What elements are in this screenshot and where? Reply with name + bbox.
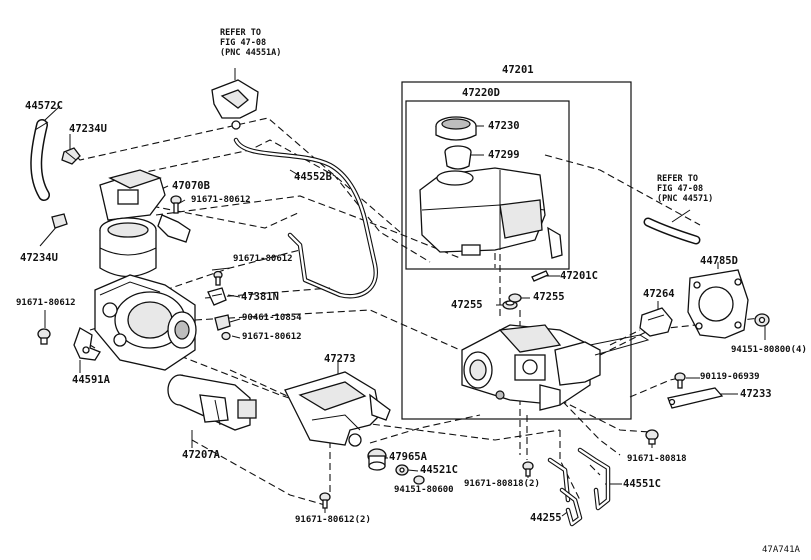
nut-94151-80800 bbox=[754, 313, 770, 327]
ref-right-line-1: REFER TO bbox=[657, 174, 698, 184]
label-94151-80800-4[interactable]: 94151-80800(4) bbox=[731, 345, 807, 355]
pipe-44552b bbox=[233, 137, 379, 299]
pump-motor-47070b bbox=[99, 169, 166, 278]
label-91671-80612-a[interactable]: 91671-80612 bbox=[191, 195, 251, 205]
bolt-91671-80818 bbox=[645, 429, 659, 445]
brake-actuator-assembly bbox=[461, 324, 650, 411]
label-91671-80818-2[interactable]: 91671-80818(2) bbox=[464, 479, 540, 489]
strainer-47299 bbox=[444, 145, 472, 170]
motor-47207a bbox=[167, 374, 257, 431]
clip-47234u-bottom bbox=[51, 213, 68, 229]
label-47273[interactable]: 47273 bbox=[324, 353, 356, 365]
label-90119-06939[interactable]: 90119-06939 bbox=[700, 372, 760, 382]
nut-94151-80600 bbox=[413, 475, 425, 485]
bolt-91671-80818-2 bbox=[522, 461, 534, 477]
bracket-47273 bbox=[284, 371, 391, 447]
pipe-44551c bbox=[547, 447, 611, 511]
label-94151-80600[interactable]: 94151-80600 bbox=[394, 485, 454, 495]
label-47255-a[interactable]: 47255 bbox=[451, 299, 483, 311]
bolt-90119-06939 bbox=[674, 372, 686, 389]
label-44552b[interactable]: 44552B bbox=[294, 171, 332, 183]
label-47965a[interactable]: 47965A bbox=[389, 451, 427, 463]
label-47201[interactable]: 47201 bbox=[502, 64, 534, 76]
bracket-44591a bbox=[73, 327, 101, 361]
label-91671-80612-2[interactable]: 91671-80612(2) bbox=[295, 515, 371, 525]
bolt-91671-80612-d bbox=[37, 328, 51, 345]
label-47220d[interactable]: 47220D bbox=[462, 87, 500, 99]
ref-note-top: REFER TO FIG 47-08 (PNC 44551A) bbox=[220, 28, 281, 59]
assembly-frame-47201 bbox=[401, 81, 632, 420]
grommet-47255-b bbox=[508, 293, 522, 303]
clip-47381n bbox=[207, 287, 227, 306]
motor-assembly bbox=[94, 274, 197, 371]
label-47230[interactable]: 47230 bbox=[488, 120, 520, 132]
label-44572c[interactable]: 44572C bbox=[25, 100, 63, 112]
grommet-47965a bbox=[367, 448, 387, 471]
ref-note-right: REFER TO FIG 47-08 (PNC 44571) bbox=[657, 174, 713, 205]
label-47201c[interactable]: 47201C bbox=[560, 270, 598, 282]
figure-id: 47A741A bbox=[762, 545, 800, 555]
label-47255-b[interactable]: 47255 bbox=[533, 291, 565, 303]
label-91671-80612-c[interactable]: 91671-80612 bbox=[242, 332, 302, 342]
pin-47201c bbox=[531, 270, 549, 282]
label-91671-80612-b[interactable]: 91671-80612 bbox=[233, 254, 293, 264]
label-47299[interactable]: 47299 bbox=[488, 149, 520, 161]
bolt-91671-80612-a bbox=[170, 195, 182, 214]
clip-47234u-top bbox=[61, 147, 81, 165]
label-44255[interactable]: 44255 bbox=[530, 512, 562, 524]
pipe-44255 bbox=[559, 487, 583, 527]
bolt-91671-80612-2 bbox=[319, 492, 331, 509]
ref-top-line-2: FIG 47-08 bbox=[220, 38, 267, 49]
label-47234u-a[interactable]: 47234U bbox=[69, 123, 107, 135]
reservoir-47220d bbox=[419, 167, 563, 259]
label-47207a[interactable]: 47207A bbox=[182, 449, 220, 461]
label-47264[interactable]: 47264 bbox=[643, 288, 675, 300]
assembly-frame-47220d bbox=[405, 100, 570, 270]
label-44785d[interactable]: 44785D bbox=[700, 255, 738, 267]
ref-right-line-3: (PNC 44571) bbox=[657, 194, 714, 205]
label-47070b[interactable]: 47070B bbox=[172, 180, 210, 192]
clip-90461-10854 bbox=[214, 314, 231, 331]
hose-ref-44571 bbox=[643, 217, 701, 245]
label-44521c[interactable]: 44521C bbox=[420, 464, 458, 476]
cap-47230 bbox=[435, 116, 477, 141]
ref-top-line-3: (PNC 44551A) bbox=[220, 48, 282, 59]
bracket-ref-44551a bbox=[211, 79, 259, 130]
bracket-47264 bbox=[639, 307, 673, 337]
bolt-91671-80612-b bbox=[213, 270, 223, 286]
label-47381n[interactable]: 47381N bbox=[241, 291, 279, 303]
hose-44572c bbox=[30, 119, 50, 201]
ref-right-line-2: FIG 47-08 bbox=[657, 184, 704, 195]
bolt-91671-80612-c bbox=[221, 331, 231, 341]
bracket-47070b bbox=[157, 214, 191, 243]
label-44591a[interactable]: 44591A bbox=[72, 374, 110, 386]
bracket-47233 bbox=[667, 387, 724, 409]
label-91671-80612-d[interactable]: 91671-80612 bbox=[16, 298, 76, 308]
label-44551c[interactable]: 44551C bbox=[623, 478, 661, 490]
ref-top-line-1: REFER TO bbox=[220, 28, 261, 38]
label-91671-80818[interactable]: 91671-80818 bbox=[627, 454, 687, 464]
label-90461-10854[interactable]: 90461-10854 bbox=[242, 313, 302, 323]
gasket-44785d bbox=[687, 269, 749, 339]
label-47233[interactable]: 47233 bbox=[740, 388, 772, 400]
collar-44521c bbox=[395, 464, 409, 476]
label-47234u-b[interactable]: 47234U bbox=[20, 252, 58, 264]
